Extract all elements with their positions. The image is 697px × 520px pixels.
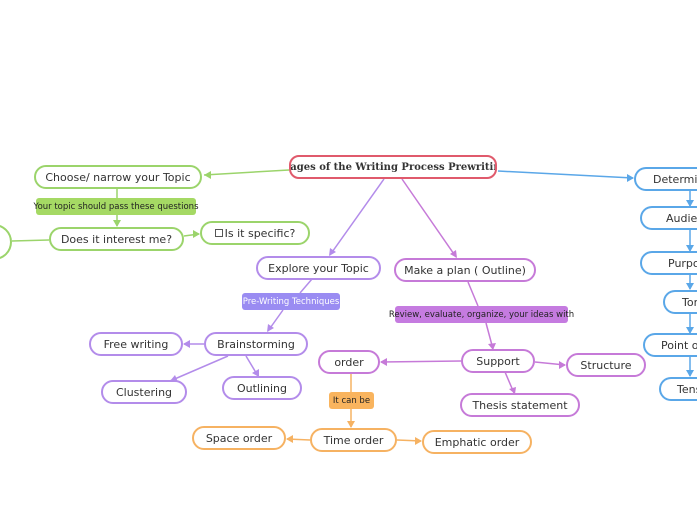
order-node[interactable]: order: [318, 350, 380, 374]
specific-label: Is it specific?: [224, 226, 296, 240]
structure-node[interactable]: Structure: [566, 353, 646, 377]
it-can-be-label-text: It can be: [332, 395, 371, 406]
audience-node[interactable]: Audience: [640, 206, 697, 230]
clustering-node[interactable]: Clustering: [101, 380, 187, 404]
order-label: order: [334, 355, 364, 369]
structure-label: Structure: [580, 358, 632, 372]
outlining-label: Outlining: [236, 381, 288, 395]
purpose-label: Purpose: [668, 256, 697, 270]
point-of-view-label: Point of: [661, 338, 697, 352]
review-label: Review, evaluate, organize, your ideas w…: [389, 306, 574, 323]
determine-label: Determine: [653, 172, 697, 186]
explore-topic-node[interactable]: Explore your Topic: [256, 256, 381, 280]
clustering-label: Clustering: [115, 385, 173, 399]
determine-node[interactable]: Determine: [634, 167, 697, 191]
root-topic[interactable]: Stages of the Writing Process Prewriting: [289, 155, 497, 179]
it-can-be-label: It can be: [329, 392, 374, 409]
techniques-label-text: Pre-Writing Techniques: [242, 296, 340, 307]
checkbox-icon[interactable]: [214, 228, 223, 237]
space-order-label: Space order: [205, 431, 273, 445]
support-node[interactable]: Support: [461, 349, 535, 373]
tense-label: Tense: [677, 382, 697, 396]
time-order-label: Time order: [323, 433, 384, 447]
specific-node[interactable]: Is it specific?: [200, 221, 310, 245]
root-title: Stages of the Writing Process Prewriting: [289, 161, 497, 173]
audience-label: Audience: [666, 211, 697, 225]
emphatic-order-node[interactable]: Emphatic order: [422, 430, 532, 454]
brainstorming-node[interactable]: Brainstorming: [204, 332, 308, 356]
thesis-label: Thesis statement: [472, 398, 568, 412]
free-writing-node[interactable]: Free writing: [89, 332, 183, 356]
tone-label: Tone: [682, 295, 697, 309]
interest-node[interactable]: Does it interest me?: [49, 227, 184, 251]
free-writing-label: Free writing: [103, 337, 169, 351]
choose-topic-node[interactable]: Choose/ narrow your Topic: [34, 165, 202, 189]
purpose-node[interactable]: Purpose: [640, 251, 697, 275]
emphatic-order-label: Emphatic order: [434, 435, 520, 449]
review-label-text: Review, evaluate, organize, your ideas w…: [388, 309, 575, 320]
interest-label: Does it interest me?: [60, 232, 173, 246]
brainstorming-label: Brainstorming: [217, 337, 295, 351]
choose-topic-label: Choose/ narrow your Topic: [45, 170, 191, 184]
time-order-node[interactable]: Time order: [310, 428, 397, 452]
make-plan-label: Make a plan ( Outline): [404, 263, 526, 277]
questions-label: Your topic should pass these questions: [33, 198, 199, 215]
thesis-node[interactable]: Thesis statement: [460, 393, 580, 417]
make-plan-node[interactable]: Make a plan ( Outline): [394, 258, 536, 282]
point-of-view-node[interactable]: Point of: [643, 333, 697, 357]
tense-node[interactable]: Tense: [659, 377, 697, 401]
space-order-node[interactable]: Space order: [192, 426, 286, 450]
techniques-label: Pre-Writing Techniques: [242, 293, 340, 310]
outlining-node[interactable]: Outlining: [222, 376, 302, 400]
explore-topic-label: Explore your Topic: [268, 261, 369, 275]
questions-label-text: Your topic should pass these questions: [33, 201, 199, 212]
tone-node[interactable]: Tone: [663, 290, 697, 314]
support-label: Support: [476, 354, 520, 368]
